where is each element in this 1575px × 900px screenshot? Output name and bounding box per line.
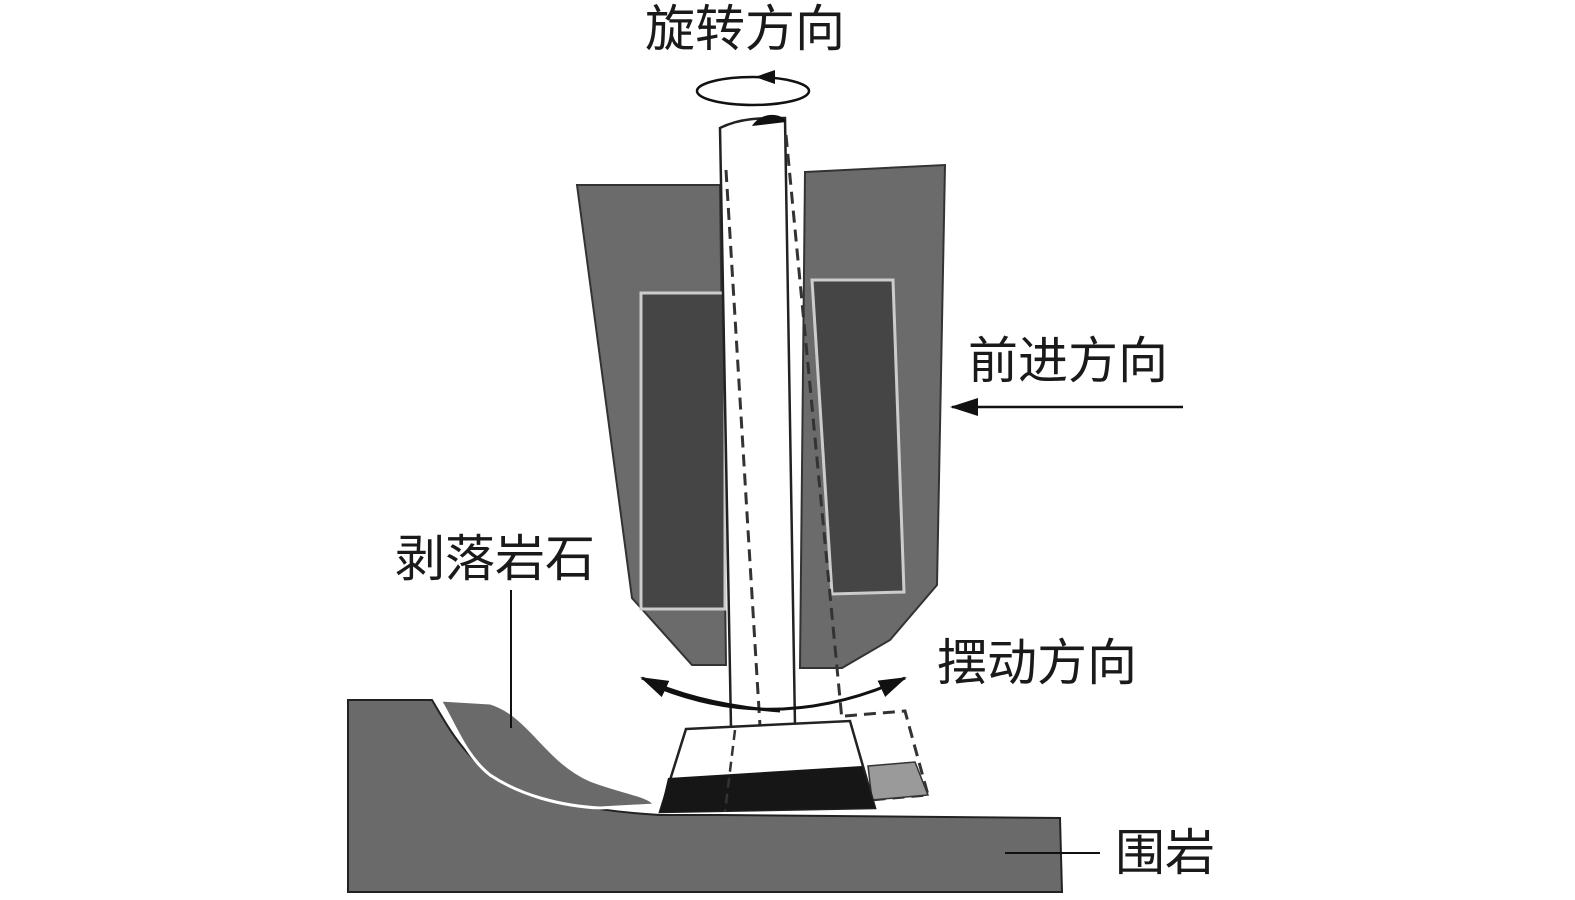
shaft-top-cap xyxy=(752,114,786,126)
spalled-rock xyxy=(437,698,658,810)
inner-block-left xyxy=(639,291,727,611)
rotation-arrowhead-icon xyxy=(755,70,775,84)
cutter-band xyxy=(660,766,875,812)
rotation-direction-label: 旋转方向 xyxy=(645,0,845,58)
swing-direction-label: 摆动方向 xyxy=(937,634,1137,692)
advance-direction-label: 前进方向 xyxy=(968,332,1168,390)
swing-arrow xyxy=(659,676,907,711)
shaft xyxy=(718,116,797,730)
spalled-rock-label: 剥落岩石 xyxy=(395,530,595,588)
surrounding-rock-label: 围岩 xyxy=(1115,824,1215,882)
rotation-arrow xyxy=(695,75,811,107)
inner-block-right xyxy=(810,278,906,596)
